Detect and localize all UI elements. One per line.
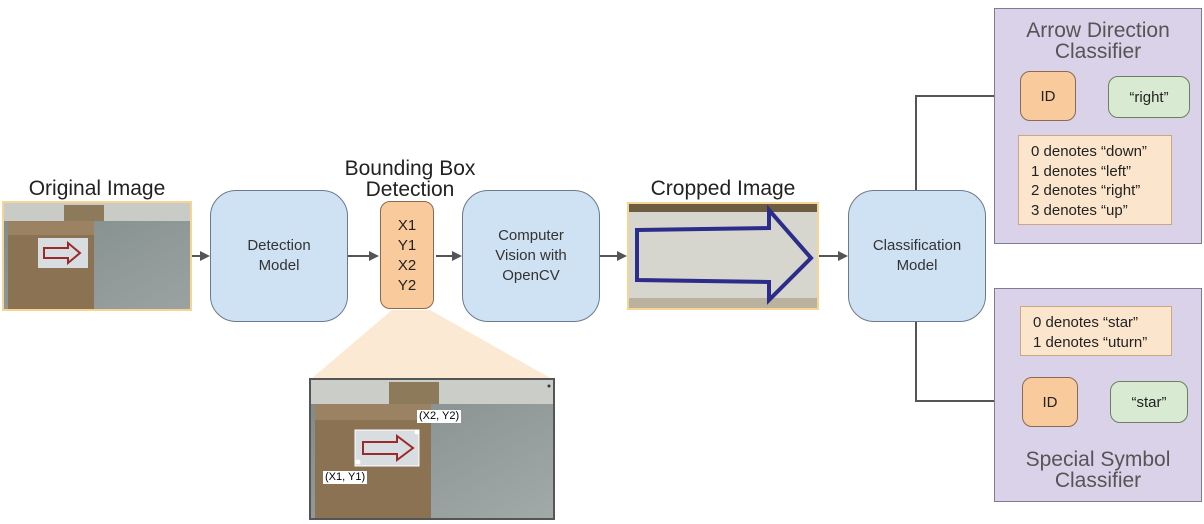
cv-line1: Computer	[498, 227, 564, 244]
symbol-id-notes: 0 denotes “star” 1 denotes “uturn”	[1020, 306, 1172, 356]
arrow-panel-title-line2: Classifier	[1054, 40, 1142, 63]
coord-x1: X1	[397, 217, 417, 234]
arrow-note-0: 0 denotes “down”	[1031, 143, 1147, 160]
original-image-title: Original Image	[28, 177, 166, 200]
symbol-note-0: 0 denotes “star”	[1033, 314, 1139, 331]
original-image	[2, 201, 192, 311]
zoom-callout	[311, 310, 552, 379]
symbol-output-box: “star”	[1110, 381, 1188, 423]
cropped-image-title: Cropped Image	[650, 177, 796, 200]
arrow-output-box: “right”	[1108, 76, 1190, 118]
computer-vision-box: Computer Vision with OpenCV	[462, 190, 600, 322]
zoom-label-x1y1: (X1, Y1)	[323, 471, 368, 484]
zoomed-detection-picture	[311, 380, 553, 518]
coord-y2: Y2	[397, 277, 417, 294]
symbol-panel-title-line2: Classifier	[1054, 469, 1142, 492]
zoom-label-x2y2: (X2, Y2)	[417, 410, 462, 423]
bounding-box-title-line1: Bounding Box	[344, 157, 476, 180]
bounding-box-coordinates: X1 Y1 X2 Y2	[380, 201, 434, 309]
cropped-image-picture	[629, 204, 817, 308]
arrow-note-1: 1 denotes “left”	[1031, 162, 1132, 180]
detection-model-line1: Detection	[247, 237, 311, 254]
detection-model-line2: Model	[258, 257, 300, 274]
symbol-id-box: ID	[1022, 377, 1078, 427]
zoomed-detection-image: (X2, Y2) (X1, Y1)	[309, 378, 555, 520]
coord-y1: Y1	[397, 237, 417, 254]
original-image-picture	[4, 203, 190, 309]
arrow-id-notes: 0 denotes “down” 1 denotes “left” 2 deno…	[1018, 135, 1172, 225]
cropped-image	[627, 202, 819, 310]
cv-line3: OpenCV	[502, 267, 560, 284]
arrow-classification-to-symbol-id	[915, 322, 1020, 406]
classification-model-box: Classification Model	[848, 190, 986, 322]
arrow-note-2: 2 denotes “right”	[1031, 182, 1141, 199]
classification-model-line1: Classification	[872, 237, 962, 254]
arrow-id-box: ID	[1020, 71, 1076, 121]
arrow-note-3: 3 denotes “up”	[1031, 201, 1128, 219]
symbol-note-1: 1 denotes “uturn”	[1033, 333, 1148, 351]
arrow-classification-to-arrow-id	[915, 91, 1020, 190]
classification-model-line2: Model	[896, 257, 938, 274]
detection-model-box: Detection Model	[210, 190, 348, 322]
cv-line2: Vision with	[495, 247, 567, 264]
bounding-box-title-line2: Detection	[365, 178, 455, 201]
coord-x2: X2	[397, 257, 417, 274]
arrow-panel-title-line1: Arrow Direction	[1026, 19, 1170, 42]
symbol-panel-title-line1: Special Symbol	[1025, 448, 1171, 471]
